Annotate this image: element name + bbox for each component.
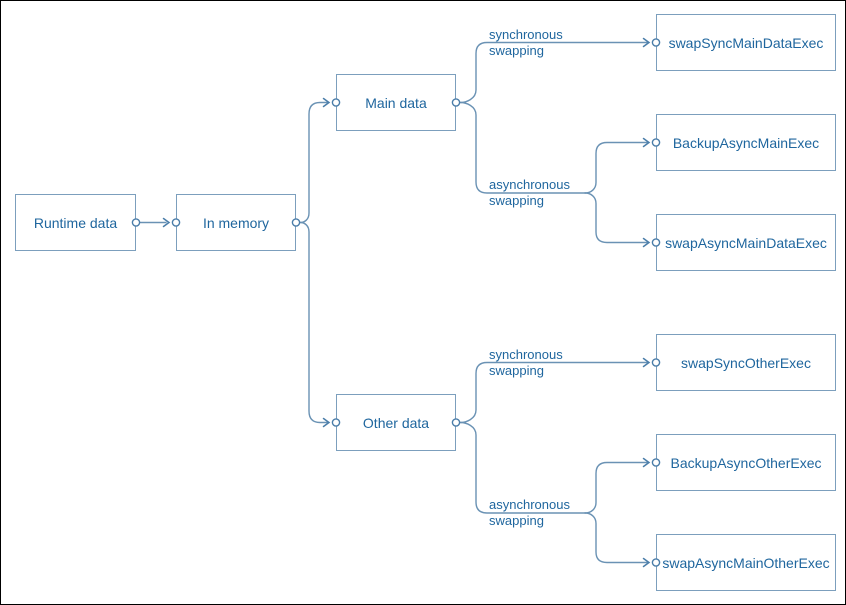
edge-inmemory-to-other (299, 221, 329, 424)
arrowhead (642, 37, 651, 48)
arrowhead (322, 417, 331, 428)
edge-label-line: asynchronous (489, 497, 570, 512)
edge-label-asynchronous-other: asynchronous swapping (489, 497, 570, 528)
node-other-data: Other data (336, 394, 456, 451)
node-in-memory: In memory (176, 194, 296, 251)
node-backup-async-main-exec: BackupAsyncMainExec (656, 114, 836, 171)
edge-label-synchronous-main: synchronous swapping (489, 27, 563, 58)
node-swap-sync-main-data-exec: swapSyncMainDataExec (656, 14, 836, 71)
edge-label-synchronous-other: synchronous swapping (489, 347, 563, 378)
edge-other-async-to-swap (584, 512, 649, 564)
node-runtime-data: Runtime data (15, 194, 136, 251)
arrowhead (642, 457, 651, 468)
edge-label-line: synchronous (489, 27, 563, 42)
edge-label-line: synchronous (489, 347, 563, 362)
arrowhead (642, 137, 651, 148)
node-swap-async-main-data-exec: swapAsyncMainDataExec (656, 214, 836, 271)
edge-label-asynchronous-main: asynchronous swapping (489, 177, 570, 208)
arrowhead (322, 97, 331, 108)
edge-other-async-to-backup (584, 461, 649, 514)
edge-label-line: swapping (489, 513, 544, 528)
arrowhead (642, 557, 651, 568)
node-main-data: Main data (336, 74, 456, 131)
node-swap-async-main-other-exec: swapAsyncMainOtherExec (656, 534, 836, 591)
edge-label-line: swapping (489, 363, 544, 378)
node-backup-async-other-exec: BackupAsyncOtherExec (656, 434, 836, 491)
arrowhead (162, 217, 171, 228)
arrowhead (642, 237, 651, 248)
arrowhead (642, 357, 651, 368)
edge-label-line: swapping (489, 193, 544, 208)
edge-inmemory-to-main (299, 101, 329, 224)
edge-main-async-to-swap (584, 192, 649, 244)
node-swap-sync-other-exec: swapSyncOtherExec (656, 334, 836, 391)
edge-label-line: asynchronous (489, 177, 570, 192)
edge-label-line: swapping (489, 43, 544, 58)
edge-main-async-to-backup (584, 141, 649, 194)
